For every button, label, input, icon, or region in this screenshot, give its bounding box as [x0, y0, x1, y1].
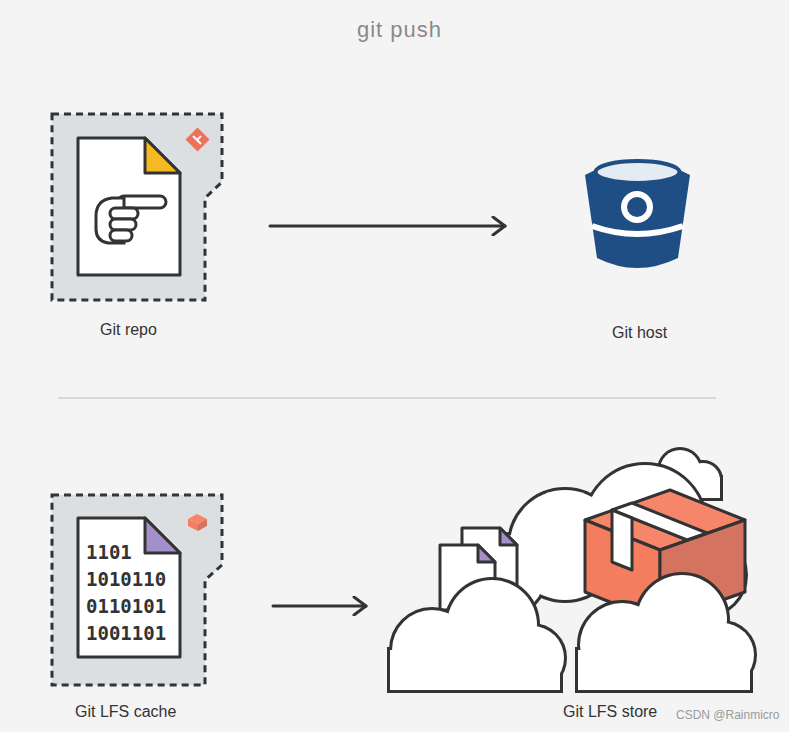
cloud-store [390, 450, 754, 690]
binary-digits: 1001101 [86, 622, 166, 644]
bucket-icon [585, 160, 690, 268]
binary-digits: 1101 [86, 541, 132, 563]
push-arrow [270, 225, 505, 228]
icon-node: Git LFS store [386, 445, 754, 725]
watermark: CSDN @Rainmicro [676, 708, 780, 722]
node-label: Git host [612, 323, 667, 343]
node-label: Git repo [100, 320, 157, 340]
node-label: Git LFS cache [75, 702, 176, 722]
cache-icon [52, 495, 222, 685]
icon-node: Git host [583, 150, 695, 345]
icon-node: Git repo [50, 112, 225, 347]
repo-icon [52, 114, 222, 300]
binary-digits: 0110101 [86, 595, 166, 617]
diagram-title: git push [357, 17, 442, 43]
push-arrow [273, 605, 366, 608]
binary-digits: 1010110 [86, 568, 166, 590]
node-label: Git LFS store [563, 702, 657, 722]
